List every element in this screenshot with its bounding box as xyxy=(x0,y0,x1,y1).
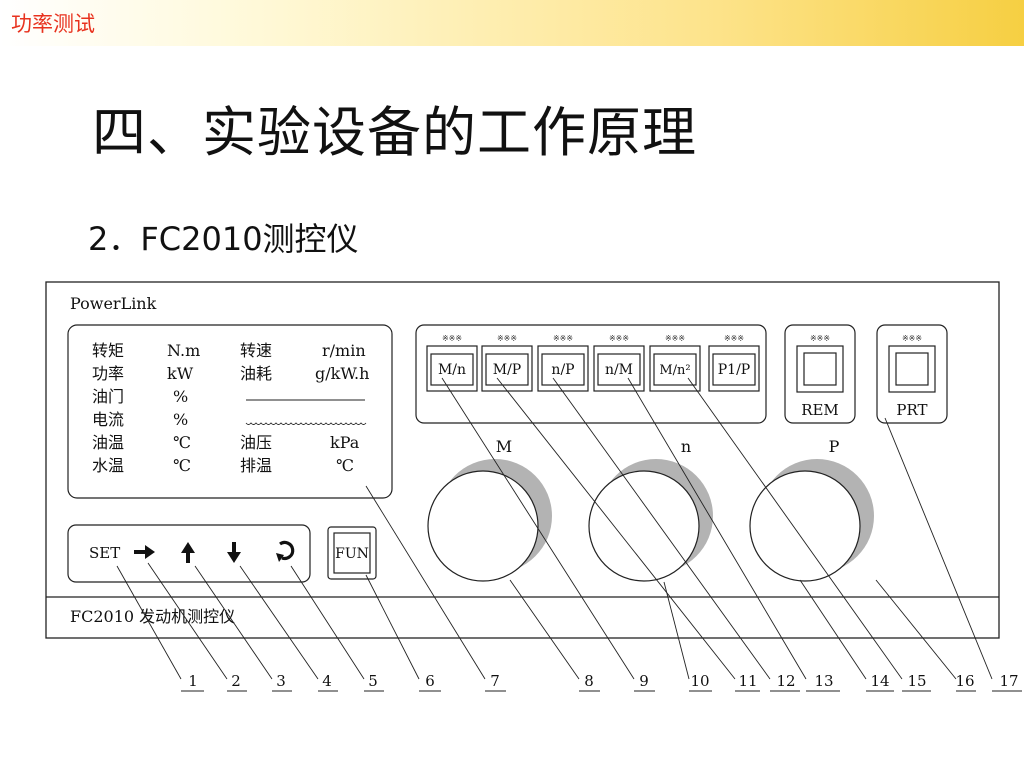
prt-button-frame xyxy=(888,345,936,393)
svg-text:※※※: ※※※ xyxy=(724,334,744,343)
down-arrow-key-icon[interactable] xyxy=(227,542,241,563)
display-label: 转矩 xyxy=(92,341,124,360)
display-label: 油温 xyxy=(92,433,124,452)
set-key[interactable]: SET xyxy=(89,544,120,562)
display-label: 水温 xyxy=(92,456,124,475)
callout-number: 15 xyxy=(907,672,926,690)
panel-footer-label: FC2010 发动机测控仪 xyxy=(70,607,235,626)
rem-button-frame xyxy=(796,345,844,393)
slide-title: 四、实验设备的工作原理 xyxy=(92,101,697,164)
mode-button-label: M/n xyxy=(438,362,466,378)
callout-number: 16 xyxy=(955,672,974,690)
slide-subtitle: 2．FC2010测控仪 xyxy=(88,220,359,258)
display-wave-line xyxy=(245,422,367,425)
mode-button-n-m[interactable] xyxy=(597,353,641,386)
prt-led: ※※※ xyxy=(902,334,922,343)
knob-m[interactable] xyxy=(427,459,552,582)
callout-number: 10 xyxy=(690,672,709,690)
knob-label-n: n xyxy=(681,437,691,456)
callout-number: 12 xyxy=(776,672,795,690)
callout-number: 1 xyxy=(188,672,198,690)
mode-button-label: M/P xyxy=(493,362,521,378)
display-label: 功率 xyxy=(92,364,124,383)
callout-number: 2 xyxy=(231,672,241,690)
display-unit: ℃ xyxy=(173,456,191,475)
right-arrow-key-icon[interactable] xyxy=(134,545,155,559)
display-unit: % xyxy=(173,387,188,406)
display-label: 排温 xyxy=(240,456,272,475)
display-label: 油耗 xyxy=(240,364,272,383)
fun-key[interactable] xyxy=(333,532,371,574)
mode-button-group xyxy=(415,324,767,424)
section-tag: 功率测试 xyxy=(11,12,95,36)
display-unit: g/kW.h xyxy=(315,364,369,383)
mode-buttons: M/n M/P n/P n/M M/n² P1/P xyxy=(430,353,756,386)
rem-button[interactable] xyxy=(803,352,837,386)
display-unit: ℃ xyxy=(336,456,354,475)
header-bar xyxy=(0,0,1024,46)
keypad-box xyxy=(67,524,311,583)
callout-number: 9 xyxy=(639,672,649,690)
svg-text:※※※: ※※※ xyxy=(553,334,573,343)
display-rows: 转矩 N.m 转速 r/min 功率 kW 油耗 g/kW.h 油门 % 电流 … xyxy=(92,341,369,475)
lcd-display xyxy=(67,324,393,499)
mode-button-n-p[interactable] xyxy=(541,353,585,386)
callout-number: 6 xyxy=(425,672,435,690)
fun-key-frame xyxy=(327,526,377,580)
fun-key-label: FUN xyxy=(335,546,369,562)
svg-text:※※※: ※※※ xyxy=(442,334,462,343)
callout-number: 3 xyxy=(276,672,286,690)
callout-number: 11 xyxy=(738,672,757,690)
display-unit: kPa xyxy=(330,433,360,452)
display-label: 电流 xyxy=(92,410,124,429)
prt-label: PRT xyxy=(896,401,927,419)
display-label: 油压 xyxy=(240,433,272,452)
rem-label: REM xyxy=(801,401,839,419)
svg-text:※※※: ※※※ xyxy=(609,334,629,343)
callout-number: 5 xyxy=(368,672,378,690)
mode-button-label: M/n² xyxy=(659,363,690,378)
display-unit: r/min xyxy=(322,341,366,360)
display-label: 转速 xyxy=(240,341,272,360)
callout-number: 13 xyxy=(814,672,833,690)
callout-number: 14 xyxy=(870,672,889,690)
mode-button-m-p[interactable] xyxy=(485,353,529,386)
svg-text:※※※: ※※※ xyxy=(497,334,517,343)
callout-number: 7 xyxy=(490,672,500,690)
callout-numbers: 1 2 3 4 5 6 7 8 9 10 11 12 13 14 15 16 1… xyxy=(188,672,1018,690)
callout-number: 17 xyxy=(999,672,1018,690)
fc2010-panel-diagram: PowerLink FC2010 发动机测控仪 转矩 N.m 转速 r/min … xyxy=(45,281,1022,692)
panel-brand: PowerLink xyxy=(70,294,157,313)
mode-button-label: n/M xyxy=(605,362,633,378)
return-key-icon[interactable] xyxy=(276,540,295,562)
callout-number: 8 xyxy=(584,672,594,690)
callout-number: 4 xyxy=(322,672,332,690)
prt-button[interactable] xyxy=(895,352,929,386)
mode-button-frames xyxy=(426,345,760,392)
knob-n[interactable] xyxy=(588,459,713,582)
display-unit: ℃ xyxy=(173,433,191,452)
mode-button-p1-p[interactable] xyxy=(712,353,756,386)
svg-text:※※※: ※※※ xyxy=(665,334,685,343)
display-unit: kW xyxy=(167,364,194,383)
display-unit: % xyxy=(173,410,188,429)
knob-label-m: M xyxy=(496,437,512,456)
display-unit: N.m xyxy=(167,341,200,360)
up-arrow-key-icon[interactable] xyxy=(181,542,195,563)
mode-button-label: n/P xyxy=(551,362,574,378)
mode-button-m-n[interactable] xyxy=(430,353,474,386)
display-label: 油门 xyxy=(92,387,124,406)
panel-frame xyxy=(45,281,1000,639)
rem-group xyxy=(784,324,856,424)
rem-led: ※※※ xyxy=(810,334,830,343)
knob-label-p: P xyxy=(829,437,840,456)
mode-button-label: P1/P xyxy=(718,362,750,378)
prt-group xyxy=(876,324,948,424)
callout-leader-lines xyxy=(116,377,993,680)
mode-button-leds: ※※※ ※※※ ※※※ ※※※ ※※※ ※※※ xyxy=(442,334,744,343)
knob-p[interactable] xyxy=(749,459,874,582)
